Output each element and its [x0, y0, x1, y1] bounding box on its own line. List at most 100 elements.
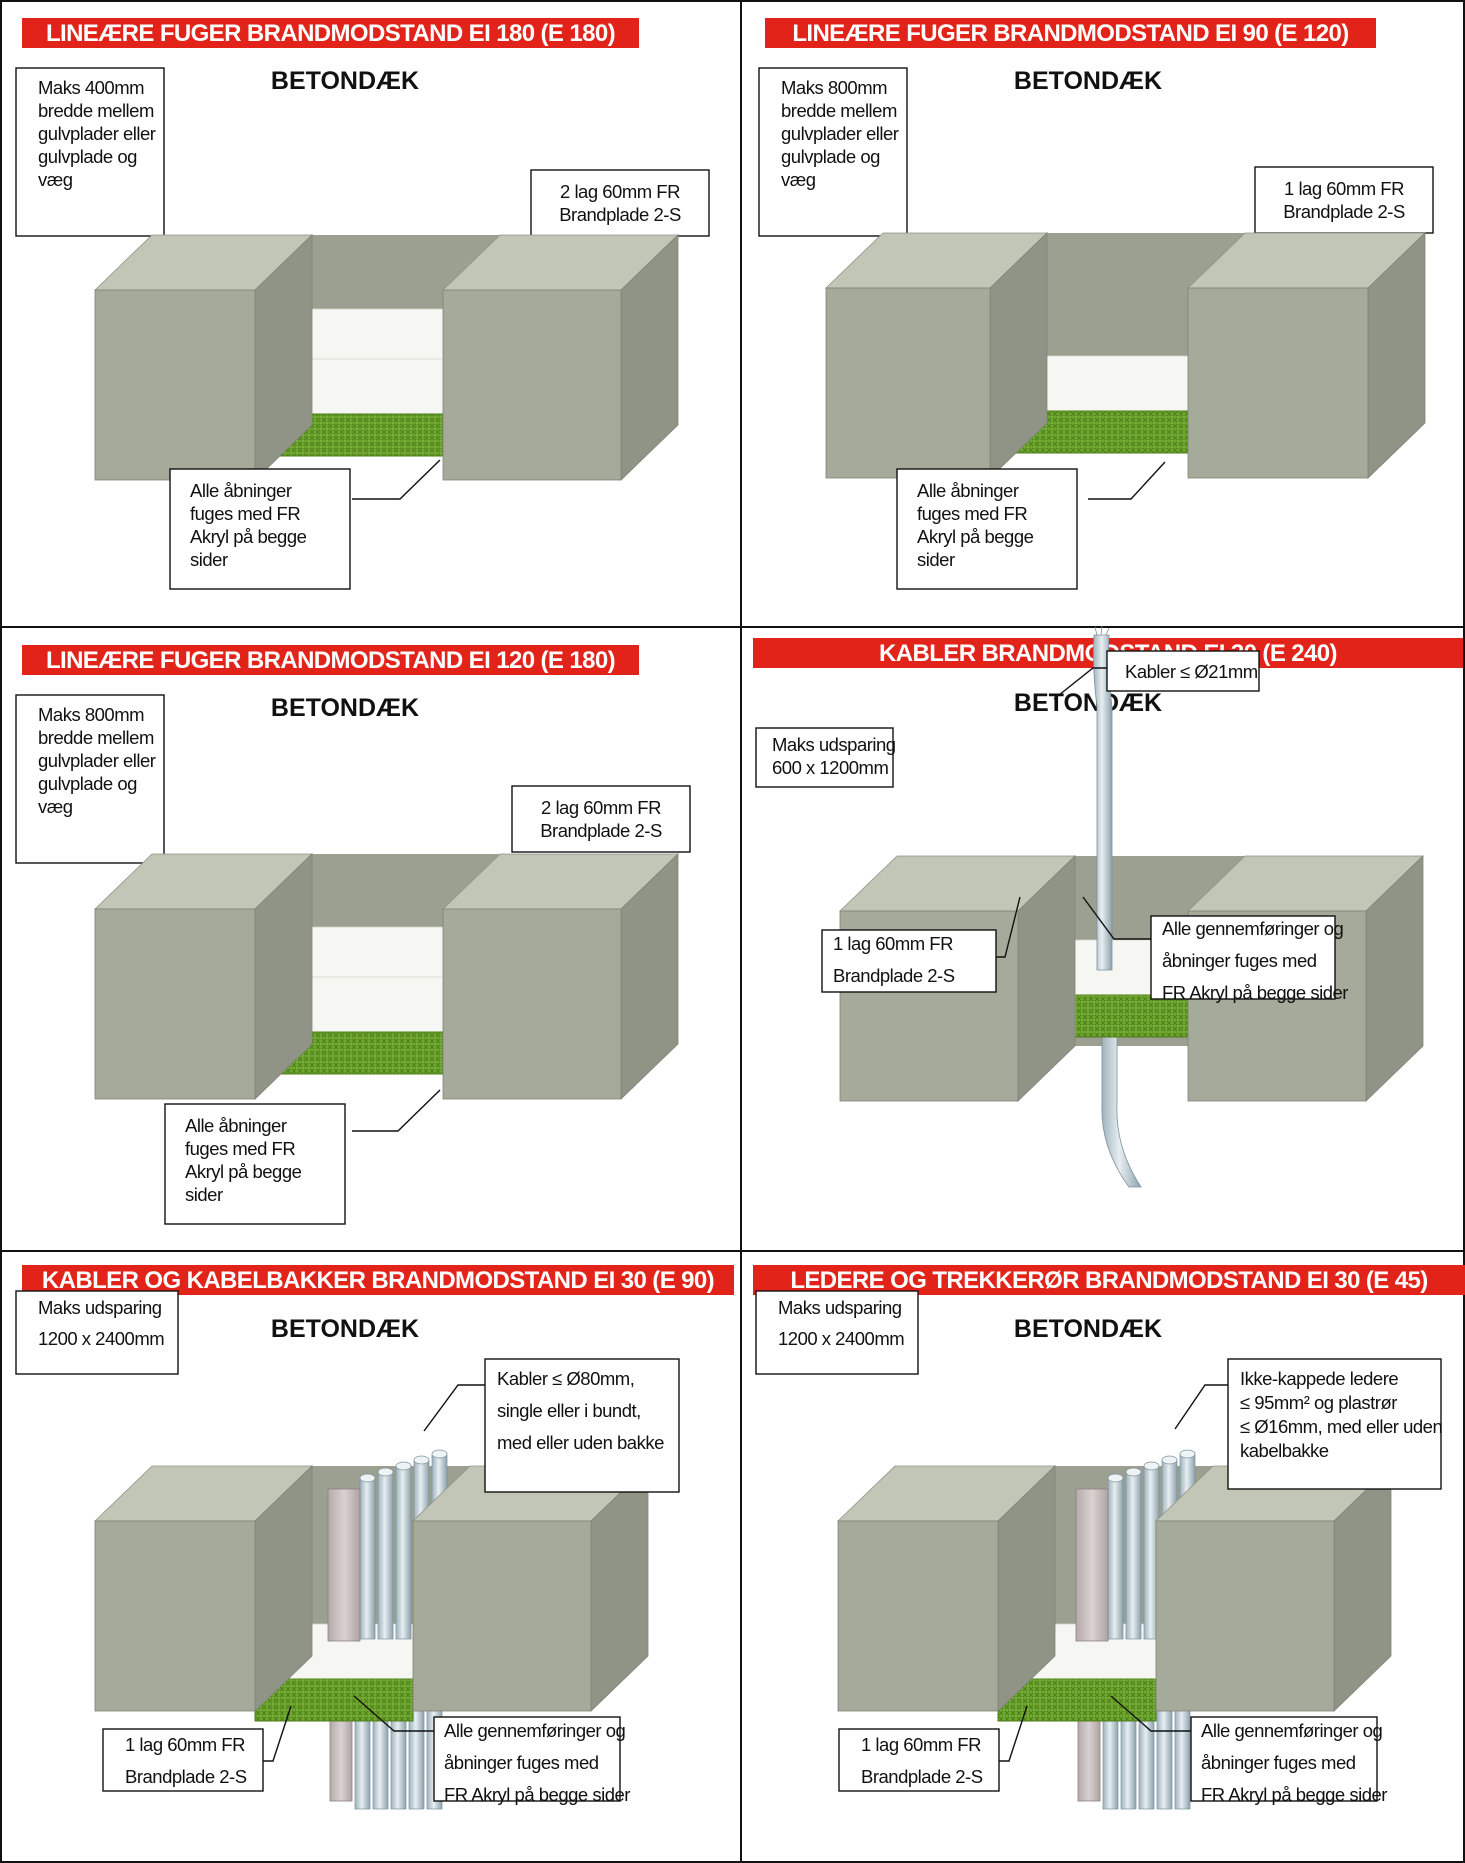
notes-text-line: gulvplader eller: [38, 750, 156, 771]
cable-above-3-end: [395, 1461, 412, 1471]
board-label-text-line: Brandplade 2-S: [559, 204, 681, 225]
concrete-deck-left: [94, 853, 313, 1100]
cable-above-1: [359, 1473, 376, 1640]
seal-label-text-line: FR Akryl på begge sider: [444, 1784, 630, 1805]
seal-label-text-line: sider: [185, 1184, 223, 1205]
panel-linear-joints-ei120: LINEÆRE FUGER BRANDMODSTAND EI 120 (E 18…: [15, 645, 691, 1225]
cable-above-3-end: [1143, 1461, 1160, 1471]
cable-above-3: [395, 1461, 412, 1640]
seal-leader-line: [1110, 1695, 1191, 1732]
seal-label-box: [169, 468, 351, 590]
concrete-deck-right: [442, 853, 679, 1100]
board-label-text-line: 1 lag 60mm FR: [833, 933, 953, 954]
notes-text-line: gulvplade og: [38, 146, 137, 167]
seal-leader-line: [1082, 896, 1151, 940]
notes-box: [15, 1290, 179, 1375]
cable-above-4-end: [1161, 1455, 1178, 1465]
cable-below-deck: [1101, 1029, 1142, 1188]
cable-above-2-end: [377, 1467, 394, 1477]
cable-above-2-end: [1125, 1467, 1142, 1477]
panel-cables-and-trays-ei30-e90: KABLER OG KABELBAKKER BRANDMODSTAND EI 3…: [15, 1265, 734, 1810]
board-label-text-line: 1 lag 60mm FR: [861, 1734, 981, 1755]
cable-tray-above: [1075, 1488, 1109, 1642]
seal-label-text-line: FR Akryl på begge sider: [1162, 982, 1348, 1003]
notes-text-line: Maks 800mm: [38, 704, 144, 725]
cable-above-2-body: [377, 1471, 394, 1640]
item-label-box: [1227, 1358, 1442, 1490]
notes-text-line: Maks udsparing: [778, 1297, 902, 1318]
concrete-deck-left: [825, 232, 1048, 479]
notes-text-line: 1200 x 2400mm: [778, 1328, 904, 1349]
notes-text-line: bredde mellem: [781, 100, 897, 121]
seal-label-text-line: sider: [917, 549, 955, 570]
seal-label-text: Alle gennemføringer og åbninger fuges med…: [1162, 918, 1348, 1003]
seal-label-text-line: Akryl på begge: [190, 526, 307, 547]
cable-tray-below: [1077, 1710, 1101, 1802]
cable-above-1-end: [1107, 1473, 1124, 1483]
concrete-deck-right: [412, 1465, 649, 1712]
seal-label-text-line: åbninger fuges med: [1162, 950, 1317, 971]
panel-conductors-and-conduits-ei30-e45: LEDERE OG TREKKERØR BRANDMODSTAND EI 30 …: [753, 1265, 1465, 1810]
seal-leader-line: [352, 459, 441, 500]
notes-box: [758, 67, 908, 237]
notes-text-line: bredde mellem: [38, 727, 154, 748]
seal-label-text-line: fuges med FR: [190, 503, 300, 524]
cable-below-5-body: [1174, 1702, 1191, 1810]
seal-label-text-line: Alle åbninger: [917, 480, 1019, 501]
notes-text: Maks udsparing 1200 x 2400mm: [778, 1297, 904, 1349]
concrete-deck-right-front: [442, 908, 622, 1100]
board-leader-line: [263, 1705, 292, 1762]
seal-label-text-line: Akryl på begge: [917, 526, 1034, 547]
concrete-deck-right-front: [412, 1520, 592, 1712]
panel-header-title: LINEÆRE FUGER BRANDMODSTAND EI 90 (E 120…: [792, 20, 1348, 47]
board-leader-line: [999, 1705, 1028, 1762]
concrete-deck-right: [1155, 1465, 1392, 1712]
notes-box: [755, 1290, 919, 1375]
panel-header-title: KABLER OG KABELBAKKER BRANDMODSTAND EI 3…: [42, 1267, 714, 1294]
seal-label-text-line: fuges med FR: [185, 1138, 295, 1159]
seal-label-text-line: FR Akryl på begge sider: [1201, 1784, 1387, 1805]
concrete-deck-left-front: [94, 908, 256, 1100]
cable-tray-above: [327, 1488, 361, 1642]
seal-label-text-line: Alle gennemføringer og: [1162, 918, 1344, 939]
concrete-deck-right: [1187, 232, 1426, 479]
seal-leader-line: [352, 1089, 441, 1132]
notes-text-line: Maks 800mm: [781, 77, 887, 98]
item-label-text-line: kabelbakke: [1240, 1440, 1329, 1461]
panel-header-bar: [22, 645, 639, 675]
seal-label-text-line: Alle åbninger: [185, 1115, 287, 1136]
notes-text-line: gulvplade og: [38, 773, 137, 794]
notes-text-line: 600 x 1200mm: [772, 757, 888, 778]
panel-linear-joints-ei90: LINEÆRE FUGER BRANDMODSTAND EI 90 (E 120…: [758, 18, 1434, 590]
panel-header-title: LINEÆRE FUGER BRANDMODSTAND EI 120 (E 18…: [46, 647, 615, 674]
cable-above-1-body: [359, 1477, 376, 1640]
item-label-box: [1106, 650, 1260, 692]
seal-leader-line: [353, 1695, 434, 1732]
notes-text-line: væg: [38, 796, 73, 817]
cable-frayed-end-top: [1094, 625, 1110, 636]
concrete-deck-left: [837, 1465, 1056, 1712]
concrete-deck-right-front: [1155, 1520, 1335, 1712]
seal-label-box: [1150, 915, 1336, 1000]
item-leader-line: [423, 1384, 485, 1432]
notes-box: [15, 67, 165, 237]
notes-box: [755, 727, 894, 788]
board-leader-line: [996, 896, 1021, 958]
concrete-deck-left: [839, 855, 1076, 1102]
notes-text-line: Maks udsparing: [38, 1297, 162, 1318]
seal-label-text-line: fuges med FR: [917, 503, 1027, 524]
concrete-deck-right-front: [442, 289, 622, 481]
concrete-deck-left: [94, 1465, 313, 1712]
